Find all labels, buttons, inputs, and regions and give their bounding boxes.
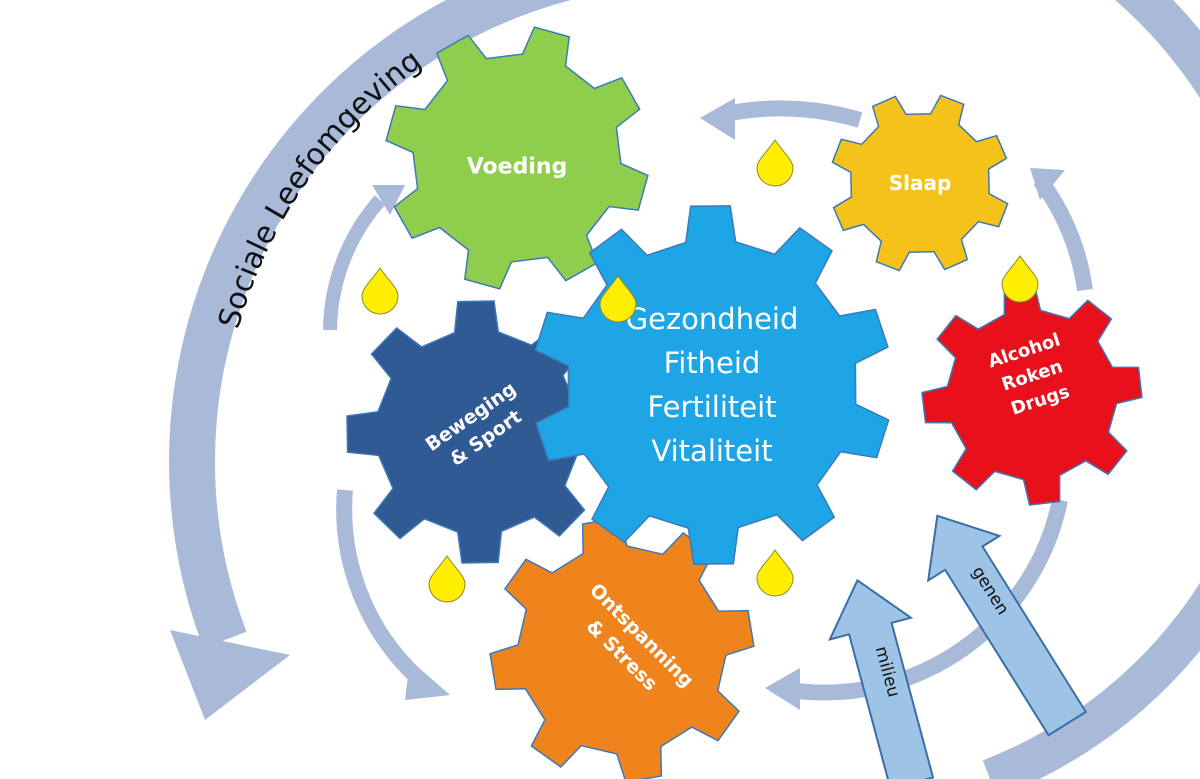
outer-cycle-arrow-right xyxy=(982,0,1200,779)
inner-arrowhead-bottom-right xyxy=(765,668,800,710)
gear-alcohol: AlcoholRokenDrugs xyxy=(921,284,1143,506)
drop-icon xyxy=(361,267,399,315)
gear-voeding-label: Voeding xyxy=(467,155,568,180)
gear-beweging: Beweging& Sport xyxy=(346,300,610,564)
gear-slaap: Slaap xyxy=(831,94,1009,272)
inner-arrow-top xyxy=(718,100,863,128)
drop-icon xyxy=(756,139,794,187)
inner-arrowhead-top xyxy=(700,98,735,140)
factor-arrow-genen: genen xyxy=(926,514,1088,737)
cycle-arrows xyxy=(169,0,1200,779)
inner-arrowhead-right xyxy=(1030,168,1065,200)
outer-cycle-arrow-left xyxy=(169,0,572,649)
gear-voeding-shape xyxy=(385,26,649,290)
drop-icon xyxy=(428,555,466,603)
gear-center-line: Gezondheid xyxy=(626,302,799,336)
gear-voeding: Voeding xyxy=(385,26,649,290)
drop-icon xyxy=(756,549,794,597)
inner-arrow-left-top xyxy=(323,195,386,331)
inner-arrow-bottom-right xyxy=(788,498,1068,701)
gear-center-line: Fitheid xyxy=(664,346,761,380)
drop-icon xyxy=(1001,255,1039,303)
factor-arrow-milieu: milieu xyxy=(827,578,935,779)
inner-arrowhead-left-top xyxy=(372,185,405,215)
gear-slaap-shape xyxy=(831,94,1009,272)
inner-arrow-right xyxy=(1033,175,1093,292)
outer-cycle-arrowhead xyxy=(170,630,290,720)
factor-arrows: milieu genen xyxy=(827,514,1088,779)
gear-voeding-line: Voeding xyxy=(467,155,568,180)
inner-arrow-left-bottom xyxy=(336,489,426,686)
drops xyxy=(361,139,1039,603)
gear-alcohol-shape xyxy=(921,284,1143,506)
gear-center-line: Vitaliteit xyxy=(651,434,772,468)
gear-slaap-label: Slaap xyxy=(889,171,952,195)
inner-arrowhead-left-bottom xyxy=(405,660,450,700)
gear-slaap-line: Slaap xyxy=(889,171,952,195)
gear-center-line: Fertiliteit xyxy=(647,390,776,424)
drop-icon xyxy=(599,275,637,323)
